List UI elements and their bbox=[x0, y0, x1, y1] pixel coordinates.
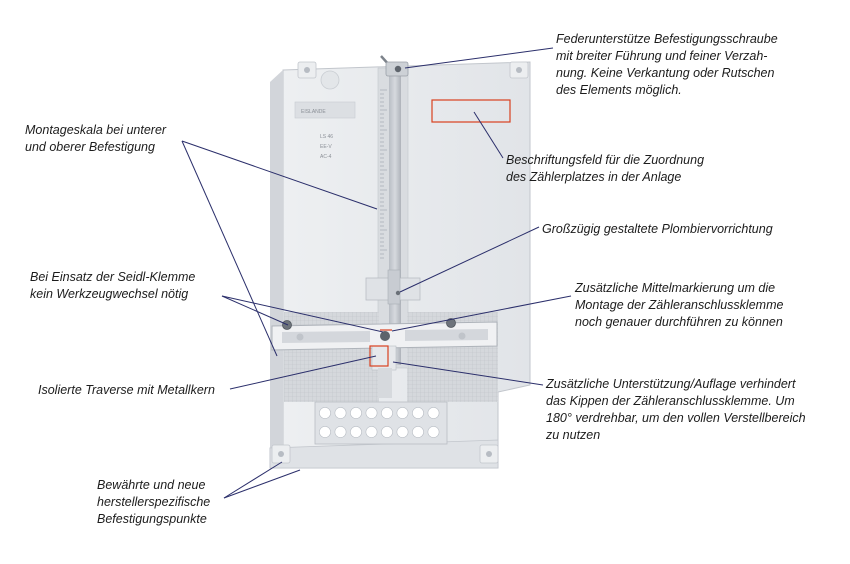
knockout-hole bbox=[350, 426, 362, 438]
callout-line: Bei Einsatz der Seidl-Klemme bbox=[30, 270, 196, 284]
callout-seidl-clamp: Bei Einsatz der Seidl-Klemme kein Werkze… bbox=[30, 269, 195, 303]
knockout-hole bbox=[319, 407, 331, 419]
callout-line: Isolierte Traverse mit Metallkern bbox=[38, 383, 215, 397]
knockout-hole bbox=[350, 407, 362, 419]
leader-line bbox=[229, 355, 377, 390]
callout-spring-screw: Federunterstütze Befestigungsschraube mi… bbox=[556, 31, 778, 99]
callout-line: Befestigungspunkte bbox=[97, 512, 207, 526]
highlight-marks bbox=[369, 99, 511, 367]
knockout-hole bbox=[334, 426, 347, 438]
callout-traverse: Isolierte Traverse mit Metallkern bbox=[38, 382, 215, 399]
knockout-hole bbox=[381, 407, 393, 419]
callout-line: das Kippen der Zähleranschlussklemme. Um bbox=[546, 394, 795, 408]
callout-sealing: Großzügig gestaltete Plombiervorrichtung bbox=[542, 221, 773, 238]
callout-support: Zusätzliche Unterstützung/Auflage verhin… bbox=[546, 376, 806, 444]
leader-line bbox=[399, 226, 540, 293]
callout-label-field: Beschriftungsfeld für die Zuordnung des … bbox=[506, 152, 704, 186]
support-highlight bbox=[369, 345, 389, 367]
callout-line: mit breiter Führung und feiner Verzah- bbox=[556, 49, 768, 63]
knockout-hole bbox=[319, 426, 331, 438]
callout-line: Bewährte und neue bbox=[97, 478, 206, 492]
callout-line: Montage der Zähleranschlussklemme bbox=[575, 298, 784, 312]
callout-line: Zusätzliche Unterstützung/Auflage verhin… bbox=[546, 377, 796, 391]
leader-line bbox=[223, 461, 283, 499]
callout-line: des Elements möglich. bbox=[556, 83, 682, 97]
callout-line: und oberer Befestigung bbox=[25, 140, 155, 154]
knockout-hole bbox=[365, 407, 378, 419]
callout-mounting-scale: Montageskala bei unterer und oberer Befe… bbox=[25, 122, 166, 156]
brand-mark: EISLANDE bbox=[301, 109, 326, 115]
callout-line: noch genauer durchführen zu können bbox=[575, 315, 783, 329]
knockout-hole bbox=[396, 426, 409, 438]
callout-line: nung. Keine Verkantung oder Rutschen bbox=[556, 66, 775, 80]
leader-line bbox=[221, 295, 384, 333]
panel-mark-3: AC-4 bbox=[320, 154, 332, 160]
panel-mark-2: EE-V bbox=[320, 144, 332, 150]
callout-line: Beschriftungsfeld für die Zuordnung bbox=[506, 153, 705, 167]
knockout-hole bbox=[365, 426, 378, 438]
knockout-hole bbox=[412, 407, 424, 419]
leader-lines bbox=[181, 47, 572, 499]
knockout-plate bbox=[314, 401, 448, 445]
knockout-hole bbox=[334, 407, 347, 419]
leader-line bbox=[473, 111, 504, 159]
label-field-highlight bbox=[431, 99, 511, 123]
knockout-hole bbox=[381, 426, 393, 438]
leader-line bbox=[392, 361, 544, 386]
leader-line bbox=[404, 47, 554, 69]
leader-line bbox=[181, 140, 278, 357]
callout-line: herstellerspezifische bbox=[97, 495, 211, 509]
callout-line: zu nutzen bbox=[546, 428, 601, 442]
insulated-traverse bbox=[271, 318, 498, 351]
leader-line bbox=[181, 140, 378, 210]
spring-screw bbox=[380, 55, 409, 77]
knockout-hole bbox=[427, 426, 440, 438]
callout-line: Federunterstütze Befestigungsschraube bbox=[556, 32, 778, 46]
callout-line: 180° verdrehbar, um den vollen Verstellb… bbox=[546, 411, 806, 425]
callout-line: Großzügig gestaltete Plombiervorrichtung bbox=[542, 222, 773, 236]
panel-mark-1: LS 46 bbox=[320, 134, 333, 140]
leader-line bbox=[223, 469, 301, 499]
callout-line: Zusätzliche Mittelmarkierung um die bbox=[575, 281, 776, 295]
callout-line: kein Werkzeugwechsel nötig bbox=[30, 287, 189, 301]
callout-center-mark: Zusätzliche Mittelmarkierung um die Mont… bbox=[575, 280, 783, 331]
center-rail bbox=[377, 67, 409, 369]
knockout-hole bbox=[427, 407, 440, 419]
leader-line bbox=[221, 295, 289, 326]
callout-mounting-points: Bewährte und neue herstellerspezifische … bbox=[97, 477, 210, 528]
callout-line: des Zählerplatzes in der Anlage bbox=[506, 170, 682, 184]
callout-line: Montageskala bei unterer bbox=[25, 123, 167, 137]
leader-line bbox=[391, 295, 572, 332]
mounting-scale bbox=[380, 89, 387, 259]
knockout-hole bbox=[396, 407, 409, 419]
sealing-device bbox=[365, 269, 421, 305]
knockout-hole bbox=[412, 426, 424, 438]
